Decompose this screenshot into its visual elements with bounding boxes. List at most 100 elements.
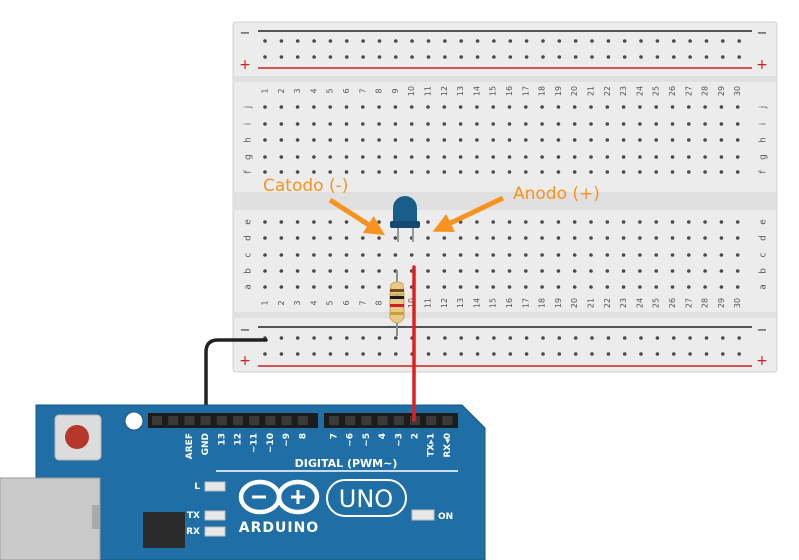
breadboard-hole xyxy=(735,269,740,273)
breadboard-hole xyxy=(703,220,707,224)
breadboard-hole xyxy=(719,269,724,273)
breadboard-hole xyxy=(654,269,658,273)
breadboard-hole xyxy=(589,285,593,289)
breadboard-hole xyxy=(263,122,267,126)
header-pin-socket xyxy=(442,416,453,425)
breadboard-hole xyxy=(312,285,316,289)
rail-hole xyxy=(655,336,660,340)
header-pin-socket xyxy=(233,416,243,425)
rail-hole xyxy=(361,336,365,340)
breadboard-hole xyxy=(263,253,267,257)
arduino-brand-text: ARDUINO xyxy=(239,520,319,536)
breadboard-hole xyxy=(344,236,349,240)
breadboard-hole xyxy=(687,170,691,174)
column-number-label: 26 xyxy=(668,298,677,308)
breadboard-hole xyxy=(703,285,707,289)
rail-hole xyxy=(541,352,545,356)
breadboard-hole xyxy=(507,253,512,257)
rail-hole xyxy=(279,39,284,43)
column-number-label: 20 xyxy=(570,298,579,308)
column-number-label: 2 xyxy=(277,300,286,305)
rail-hole xyxy=(426,336,431,340)
breadboard-hole xyxy=(654,220,658,224)
breadboard-hole xyxy=(426,105,430,109)
breadboard-hole xyxy=(279,155,284,159)
breadboard-hole xyxy=(524,285,528,289)
rail-hole xyxy=(590,55,594,59)
breadboard-hole xyxy=(491,155,496,159)
breadboard-hole xyxy=(312,236,316,240)
breadboard-hole xyxy=(279,269,284,273)
column-number-label: 30 xyxy=(733,86,742,96)
breadboard-hole xyxy=(393,236,398,240)
column-number-label: 29 xyxy=(717,86,726,96)
breadboard-hole xyxy=(621,269,626,273)
breadboard-hole xyxy=(442,269,447,273)
breadboard-hole xyxy=(556,105,561,109)
breadboard-hole xyxy=(589,105,593,109)
breadboard-hole xyxy=(458,155,463,159)
breadboard-hole xyxy=(735,220,740,224)
breadboard-hole xyxy=(295,220,300,224)
breadboard-hole xyxy=(361,253,365,257)
breadboard-hole xyxy=(621,285,626,289)
rail-hole xyxy=(295,336,300,340)
breadboard-hole xyxy=(605,253,610,257)
breadboard-hole xyxy=(572,236,577,240)
breadboard-hole xyxy=(540,269,544,273)
reset-button[interactable] xyxy=(54,414,102,461)
breadboard-hole xyxy=(703,269,707,273)
breadboard-hole xyxy=(475,138,479,142)
column-number-label: 1 xyxy=(261,300,270,305)
rail-plus-label: + xyxy=(239,353,251,369)
breadboard-hole xyxy=(735,155,740,159)
breadboard: − − + + − − + + 112233445566778899101011… xyxy=(232,21,778,373)
breadboard-hole xyxy=(377,220,381,224)
rail-hole xyxy=(426,55,431,59)
row-letter-label: b xyxy=(244,268,254,274)
breadboard-hole xyxy=(442,236,447,240)
breadboard-hole xyxy=(263,155,267,159)
column-number-label: 23 xyxy=(619,86,628,96)
breadboard-hole xyxy=(409,122,414,126)
breadboard-hole xyxy=(426,253,430,257)
breadboard-hole xyxy=(409,138,414,142)
breadboard-hole xyxy=(491,220,496,224)
breadboard-hole xyxy=(556,253,561,257)
rail-hole xyxy=(312,39,316,43)
breadboard-hole xyxy=(312,105,316,109)
header-pin-socket xyxy=(345,416,356,425)
rail-hole xyxy=(328,352,333,356)
breadboard-hole xyxy=(638,269,642,273)
column-number-label: 27 xyxy=(684,298,693,308)
breadboard-hole xyxy=(589,236,593,240)
pin-label: 7 xyxy=(330,433,340,439)
breadboard-hole xyxy=(703,170,707,174)
rail-hole xyxy=(328,336,333,340)
column-number-label: 21 xyxy=(587,86,596,96)
breadboard-hole xyxy=(703,105,707,109)
row-letter-label: j xyxy=(244,106,254,110)
rail-hole xyxy=(475,336,480,340)
breadboard-hole xyxy=(426,170,430,174)
breadboard-hole xyxy=(458,105,463,109)
header-pin-socket xyxy=(200,416,211,425)
rail-hole xyxy=(279,352,284,356)
rail-hole xyxy=(279,336,284,340)
column-number-label: 15 xyxy=(489,86,498,96)
rail-hole xyxy=(279,55,284,59)
rail-hole xyxy=(508,55,513,59)
header-pin-socket xyxy=(265,416,276,425)
rail-hole xyxy=(590,336,594,340)
breadboard-hole xyxy=(475,170,479,174)
breadboard-hole xyxy=(344,285,349,289)
column-number-label: 11 xyxy=(424,298,433,308)
column-number-label: 14 xyxy=(472,298,481,308)
breadboard-hole xyxy=(344,105,349,109)
breadboard-hole xyxy=(409,253,414,257)
breadboard-hole xyxy=(475,253,479,257)
breadboard-hole xyxy=(735,122,740,126)
column-number-label: 18 xyxy=(538,298,547,308)
rail-hole xyxy=(492,39,496,43)
column-number-label: 20 xyxy=(570,86,579,96)
